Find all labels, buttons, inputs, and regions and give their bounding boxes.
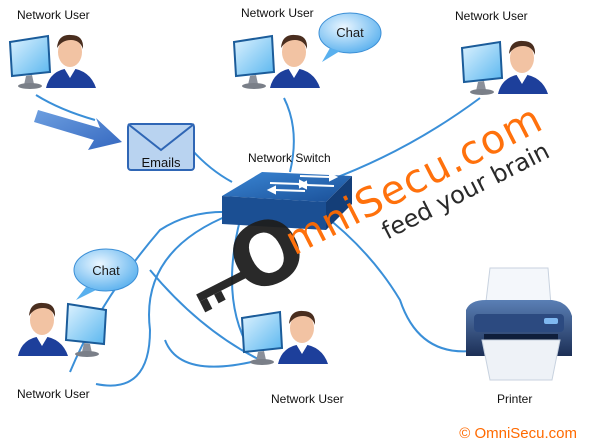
- copyright-text: © OmniSecu.com: [459, 425, 577, 442]
- label-network-switch: Network Switch: [248, 151, 331, 165]
- network-switch-icon: [222, 172, 352, 230]
- cable-printer: [319, 211, 481, 353]
- label-printer: Printer: [497, 392, 533, 406]
- network-user-bottom-left-icon: [17, 301, 107, 358]
- email-envelope-icon: Emails: [127, 123, 195, 171]
- label-network-user-bottom-middle: Network User: [271, 392, 344, 406]
- network-user-top-right-icon: [461, 39, 549, 96]
- cable-top-left-user: [35, 94, 96, 121]
- chat-bubble-top-icon: Chat: [318, 12, 382, 62]
- cable-top-right-user: [329, 97, 481, 181]
- label-network-user-bottom-left: Network User: [17, 387, 90, 401]
- chat-bubble-bottom-icon: Chat: [73, 248, 139, 300]
- chat-top-label: Chat: [336, 25, 364, 40]
- label-network-user-top-middle: Network User: [241, 6, 314, 20]
- printer-icon: [466, 267, 572, 381]
- cable-bottom-left-user: [95, 213, 233, 387]
- network-user-top-left-icon: [9, 33, 97, 90]
- label-network-user-top-right: Network User: [455, 9, 528, 23]
- label-network-user-top-left: Network User: [17, 8, 90, 22]
- cable-top-middle-user: [283, 97, 295, 173]
- chat-bottom-label: Chat: [92, 263, 120, 278]
- network-user-top-middle-icon: [233, 33, 321, 90]
- emails-label: Emails: [141, 155, 181, 170]
- cable-emails-switch: [191, 149, 233, 183]
- arrow-to-emails: [34, 110, 122, 150]
